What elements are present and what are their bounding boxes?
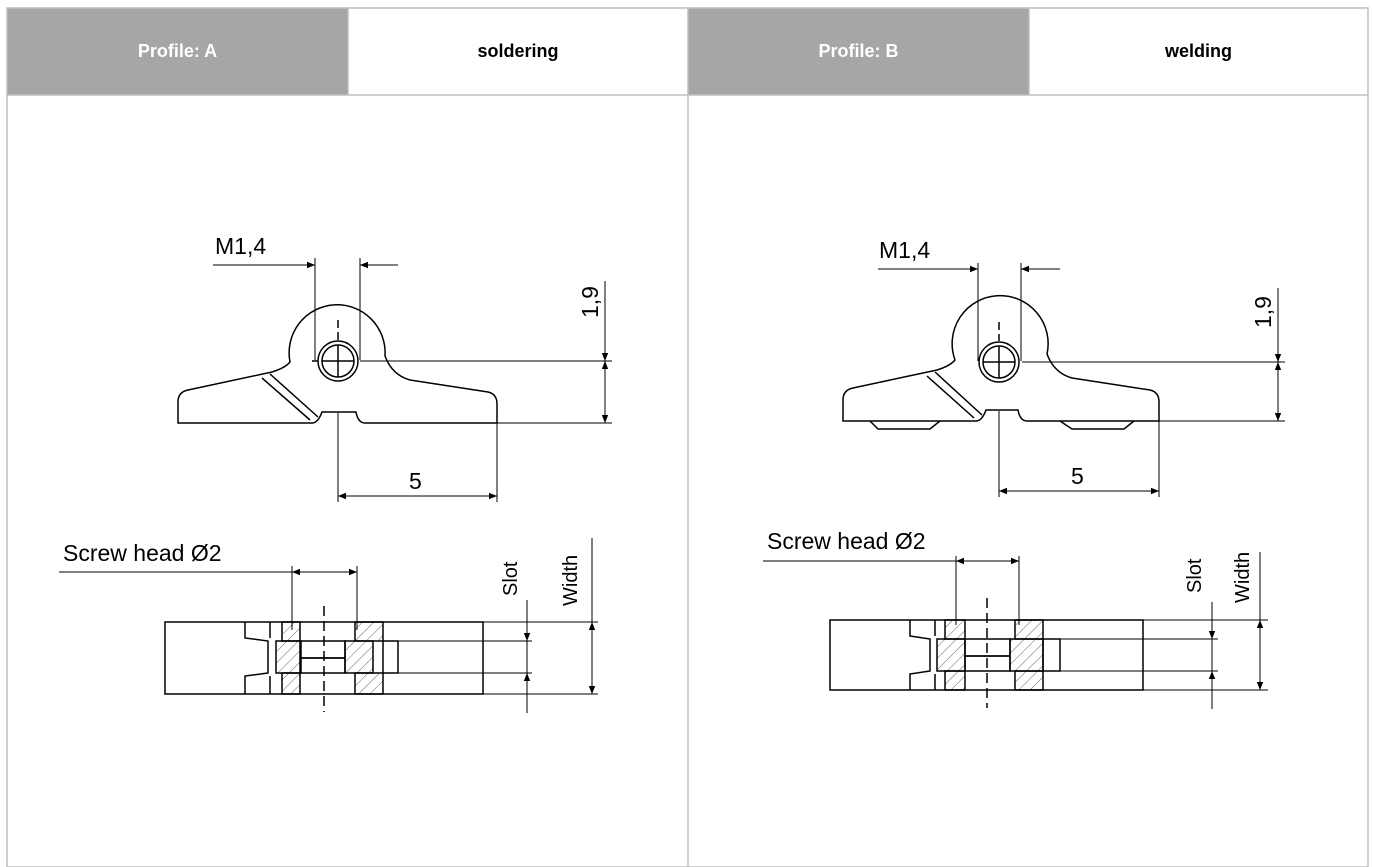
profile-b-header: Profile: B <box>688 8 1029 95</box>
process-a-header: soldering <box>348 8 688 95</box>
profile-b-side-view <box>842 263 1285 497</box>
profile-b-screw-head-label: Screw head Ø2 <box>767 528 926 554</box>
profile-b-drawing <box>763 263 1285 709</box>
profile-a-length-label: 5 <box>409 468 422 494</box>
profile-a-height-label: 1,9 <box>577 286 603 318</box>
profile-b-width-label: Width <box>1232 552 1254 603</box>
profile-a-top-view <box>59 538 598 713</box>
table-grid <box>6 7 1369 867</box>
profile-a-slot-label: Slot <box>500 561 522 596</box>
profile-a-header: Profile: A <box>7 8 348 95</box>
profile-a-screw-head-label: Screw head Ø2 <box>63 540 222 566</box>
process-b-header: welding <box>1029 8 1368 95</box>
profile-b-slot-label: Slot <box>1184 558 1206 593</box>
profile-a-side-view <box>177 258 612 502</box>
profile-b-height-label: 1,9 <box>1250 296 1276 328</box>
profile-a-thread-label: M1,4 <box>215 233 266 259</box>
profile-b-thread-label: M1,4 <box>879 237 930 263</box>
profile-a-drawing <box>59 258 612 713</box>
profile-b-length-label: 5 <box>1071 463 1084 489</box>
spec-table: Profile: A soldering Profile: B welding <box>7 8 1368 867</box>
profile-a-width-label: Width <box>560 555 582 606</box>
profile-b-top-view <box>763 552 1268 709</box>
